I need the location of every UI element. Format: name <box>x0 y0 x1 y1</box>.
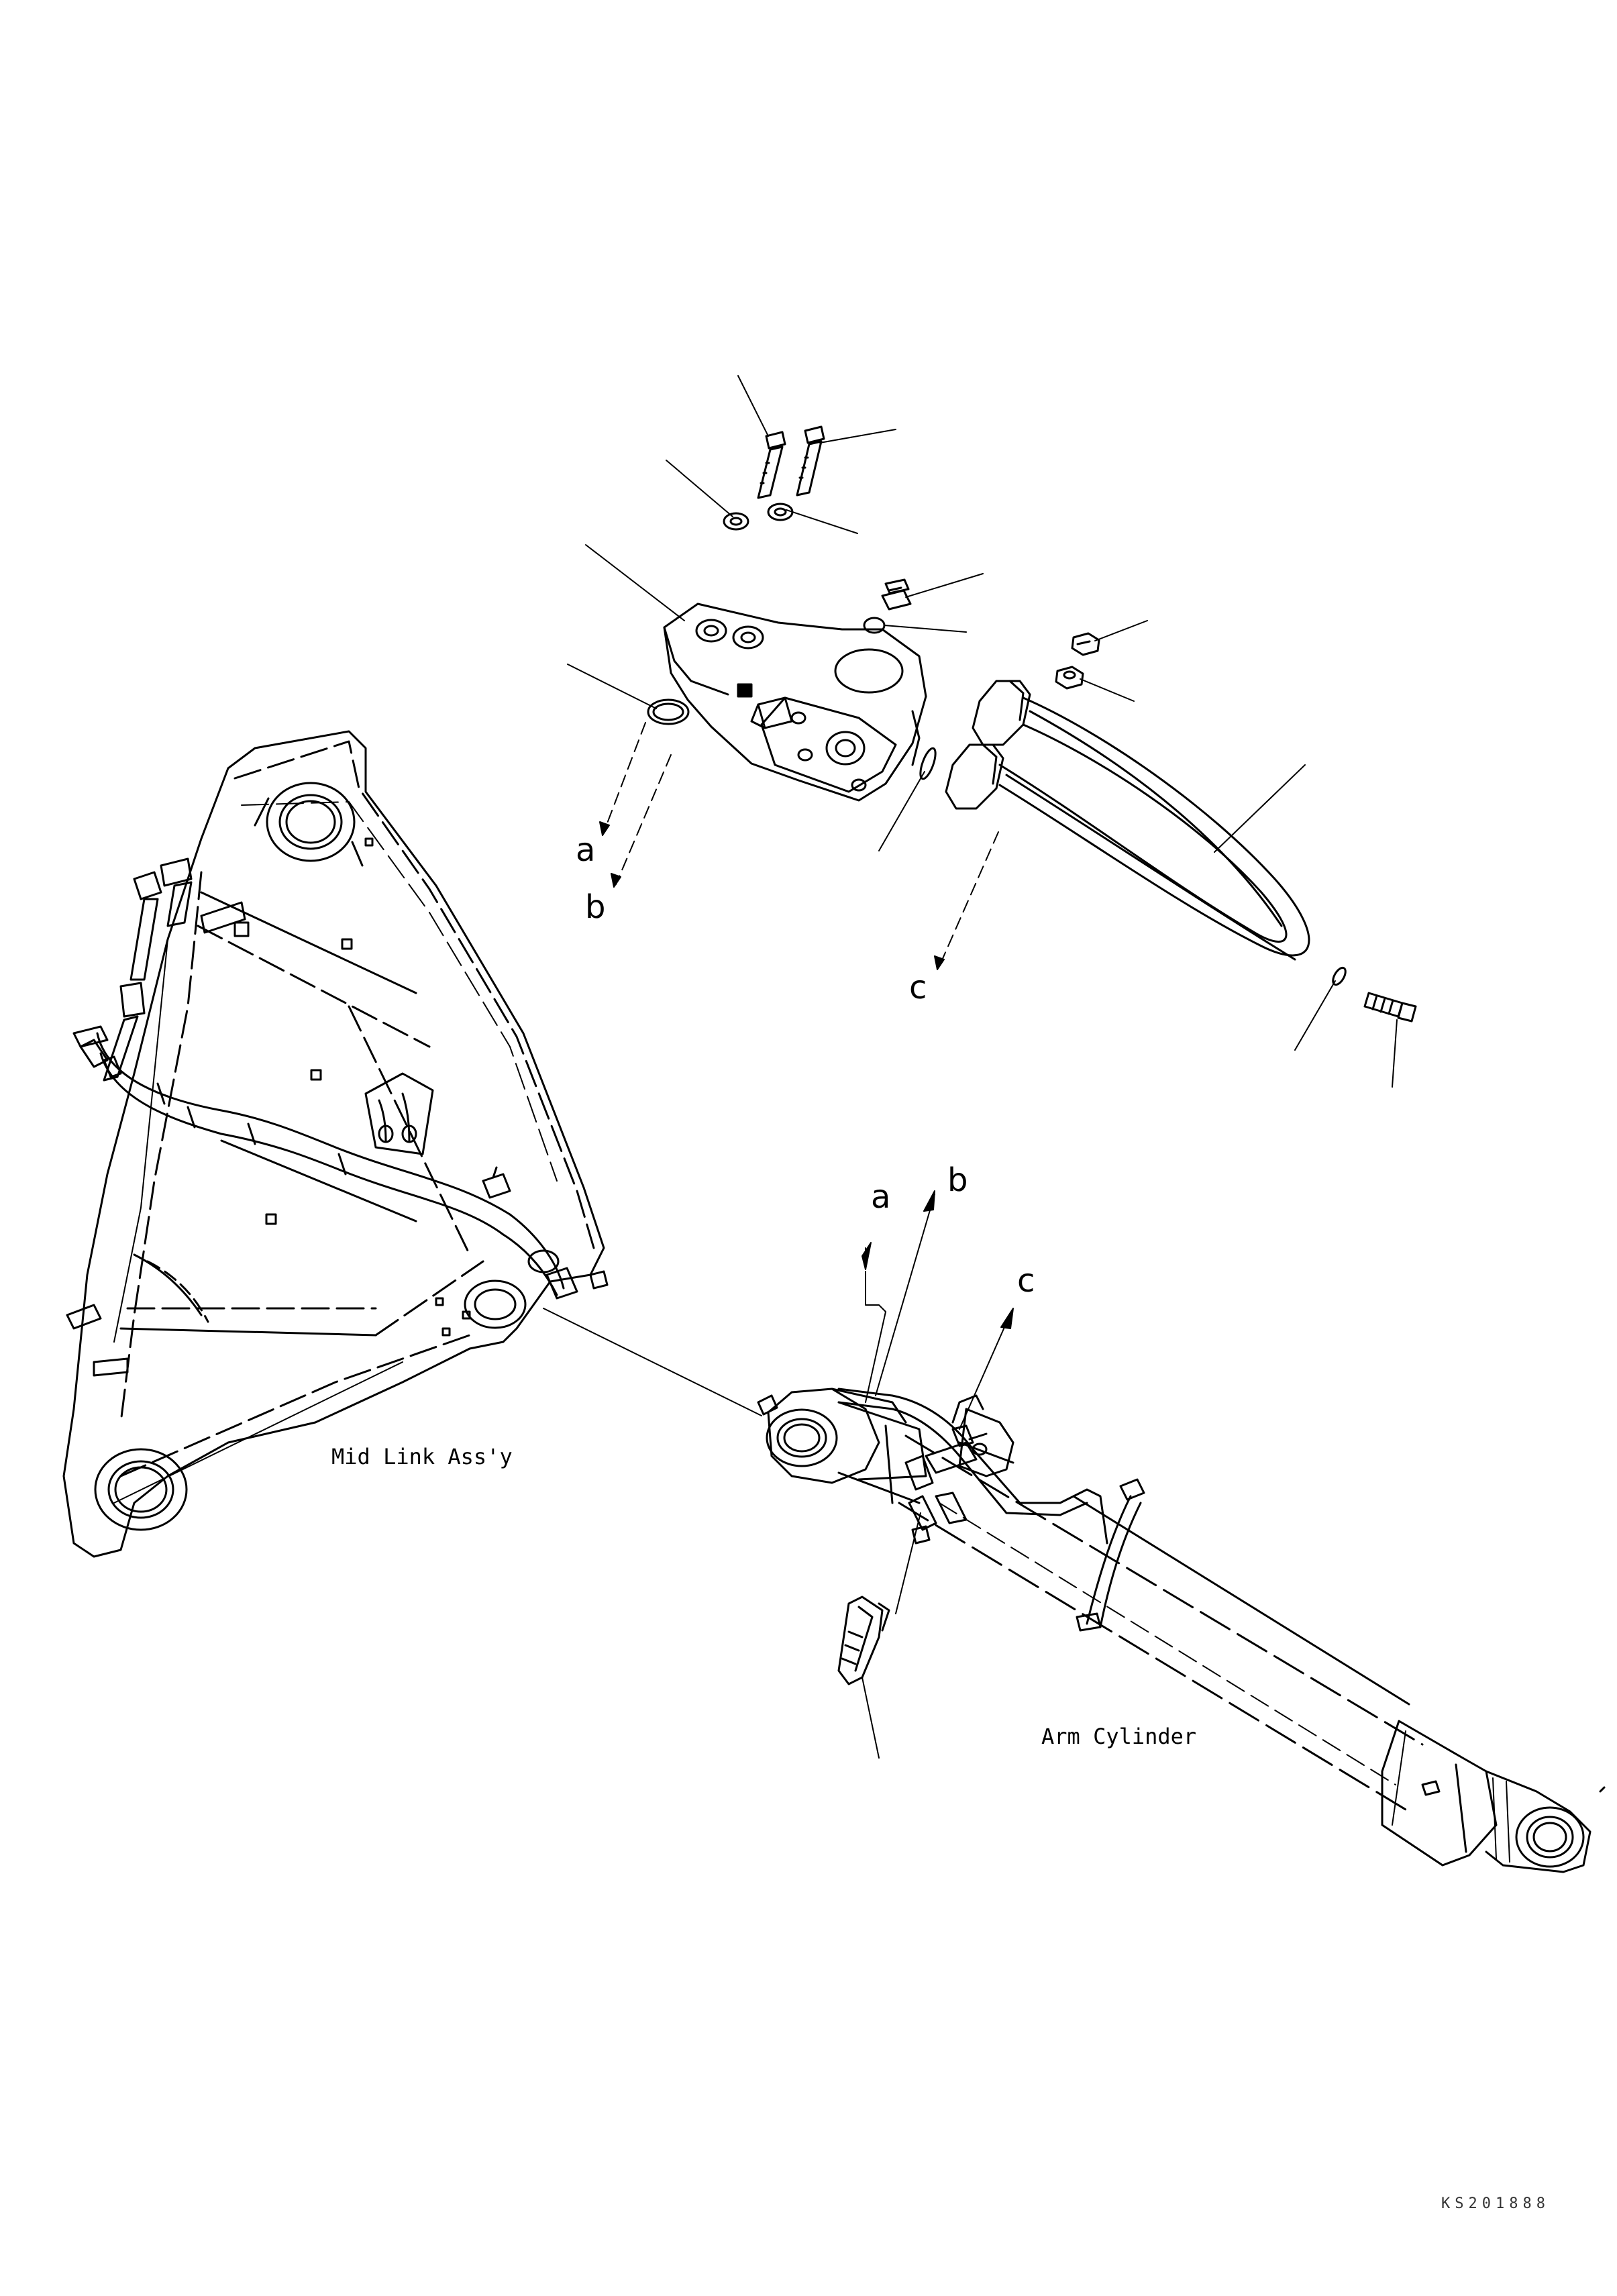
cylinder-tube <box>837 1401 927 1481</box>
plug <box>881 578 912 611</box>
mid-link-upper-boss <box>254 782 364 867</box>
hose-clamp-loose <box>837 1596 890 1685</box>
mid-link-assembly <box>62 730 609 1558</box>
o-ring-small <box>863 617 886 634</box>
bolt-right <box>796 425 825 497</box>
leader-lines-upper <box>567 375 1398 1088</box>
mid-link-lower-boss <box>94 1448 188 1531</box>
label-c-lower: c <box>1017 1262 1035 1300</box>
bolt-end <box>1363 992 1417 1023</box>
valve-body <box>663 603 927 802</box>
flange-lower <box>945 743 1004 810</box>
bolt-left <box>757 431 786 499</box>
nut-lower <box>1055 666 1084 690</box>
mid-link-left-fittings <box>66 857 250 1377</box>
flange-upper <box>972 680 1031 746</box>
valve-block-group <box>647 425 937 802</box>
cylinder-bottom-end <box>1381 1720 1606 1873</box>
flow-arrows-upper <box>599 722 999 970</box>
leader-lines-lower <box>862 1190 1014 1759</box>
nut-upper <box>1071 632 1100 656</box>
cylinder-piping <box>837 1388 1108 1545</box>
mid-link-hose <box>79 1032 578 1300</box>
label-a-upper: a <box>576 831 596 869</box>
drawing-code: KS201888 <box>1441 2195 1550 2212</box>
arm-cylinder <box>757 1388 1606 1873</box>
washer-right <box>767 503 794 521</box>
label-c-upper: c <box>909 969 927 1006</box>
washer-left <box>723 512 749 531</box>
u-tube <box>998 696 1310 957</box>
assembly-connector-line <box>543 1308 762 1416</box>
tube-clamp-band <box>1076 1478 1145 1632</box>
mid-link-bracket <box>364 1072 434 1155</box>
o-ring-end <box>1332 966 1347 986</box>
caption-arm-cylinder: Arm Cylinder <box>1041 1724 1197 1749</box>
label-a-lower: a <box>871 1178 891 1216</box>
mid-link-right-boss <box>464 1280 527 1329</box>
label-b-lower: b <box>947 1161 968 1199</box>
o-ring-flange <box>919 747 937 780</box>
u-tube-group <box>945 632 1417 1023</box>
label-b-upper: b <box>585 888 606 926</box>
caption-mid-link: Mid Link Ass'y <box>331 1444 513 1469</box>
cylinder-head-end <box>757 1388 907 1484</box>
o-ring-large <box>647 698 690 725</box>
